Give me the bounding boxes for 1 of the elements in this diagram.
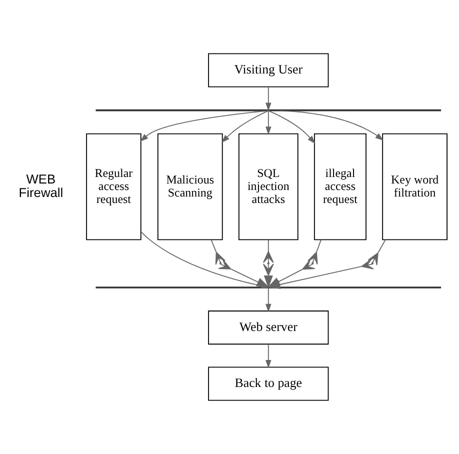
label: WEB Firewall	[18, 171, 64, 200]
